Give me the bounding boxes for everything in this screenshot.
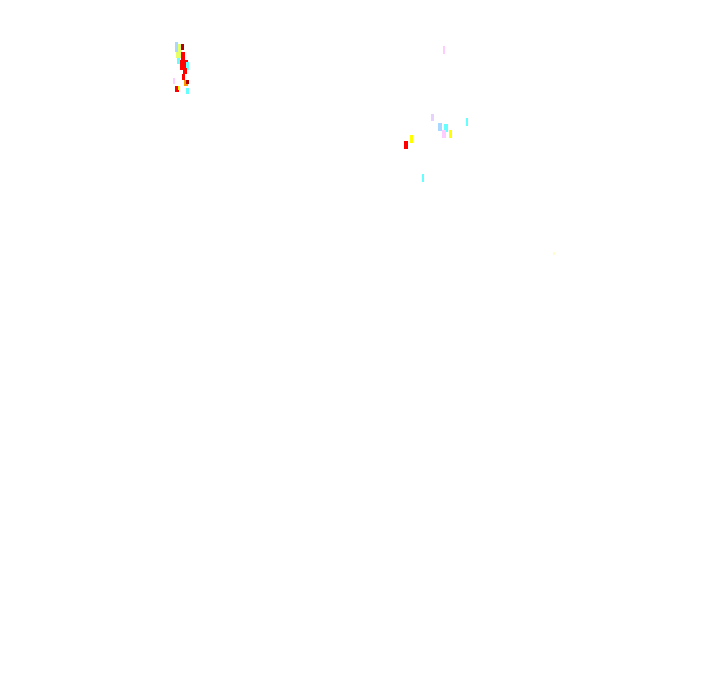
cluster-a-mark-5 bbox=[177, 58, 180, 64]
cluster-a-mark-12 bbox=[186, 80, 189, 84]
cluster-b-mark-2 bbox=[466, 118, 468, 126]
cluster-a-mark-14 bbox=[178, 86, 180, 90]
cluster-a-mark-0 bbox=[175, 42, 178, 52]
cluster-a-mark-2 bbox=[181, 44, 184, 50]
cluster-b-mark-9 bbox=[422, 174, 424, 182]
cluster-b-mark-8 bbox=[404, 141, 408, 149]
cluster-a-mark-9 bbox=[182, 74, 185, 80]
cluster-b-mark-5 bbox=[442, 130, 446, 138]
cluster-a-mark-6 bbox=[180, 60, 188, 70]
cluster-a-mark-4 bbox=[181, 52, 185, 60]
cluster-b-mark-7 bbox=[410, 135, 413, 143]
cluster-a-mark-8 bbox=[183, 68, 187, 74]
cluster-a-mark-10 bbox=[173, 78, 175, 84]
cluster-a-mark-3 bbox=[176, 52, 181, 58]
cluster-b-mark-1 bbox=[431, 114, 434, 121]
cluster-a-mark-7 bbox=[186, 62, 189, 70]
cluster-a-mark-13 bbox=[175, 86, 179, 92]
cluster-a-mark-15 bbox=[186, 88, 189, 94]
cluster-c-mark-0 bbox=[553, 252, 555, 255]
cluster-b-mark-0 bbox=[443, 46, 445, 54]
cluster-b-mark-3 bbox=[438, 123, 442, 131]
cluster-b-mark-6 bbox=[449, 130, 452, 138]
cluster-b-mark-4 bbox=[444, 124, 448, 132]
cluster-a-mark-1 bbox=[178, 44, 182, 52]
